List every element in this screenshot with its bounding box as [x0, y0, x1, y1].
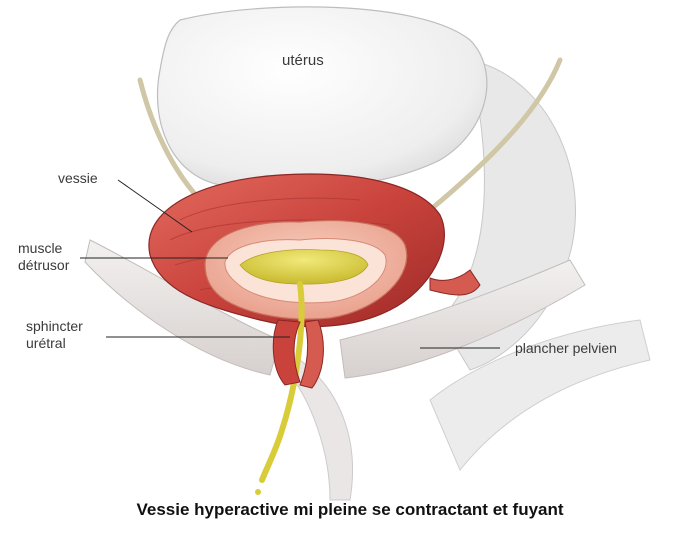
- label-uterus: utérus: [282, 52, 324, 69]
- label-vessie: vessie: [58, 170, 98, 186]
- label-sphincter-line2: urétral: [26, 335, 66, 351]
- label-sphincter-line1: sphincter: [26, 318, 83, 334]
- figure-caption: Vessie hyperactive mi pleine se contract…: [136, 500, 564, 519]
- ureters: [137, 57, 563, 213]
- urethral-sphincter: [272, 269, 481, 389]
- uterus-shape: [156, 6, 488, 191]
- pelvic-floor: [84, 239, 586, 501]
- label-muscle-line1: muscle: [18, 240, 63, 256]
- label-plancher-pelvien: plancher pelvien: [515, 340, 617, 356]
- leader-lines: [80, 179, 500, 349]
- label-muscle-line2: détrusor: [18, 257, 70, 273]
- urine: [239, 249, 369, 495]
- vessie-leader: [117, 179, 193, 233]
